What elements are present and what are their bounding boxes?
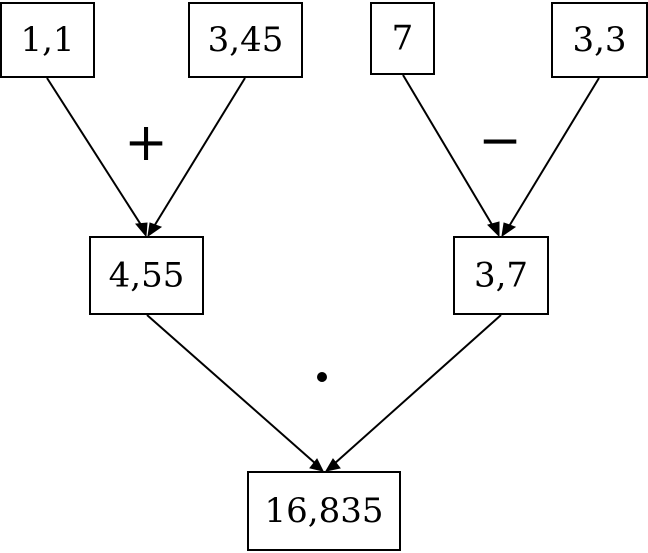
node-d: 3,3 xyxy=(551,2,648,78)
node-diff-label: 3,7 xyxy=(474,256,528,296)
arrowhead-b-to-sum xyxy=(147,222,163,238)
node-b: 3,45 xyxy=(188,2,303,78)
operator-subtract: − xyxy=(478,111,522,171)
arrowhead-sum-to-result xyxy=(309,458,324,472)
node-c-label: 7 xyxy=(392,19,414,59)
node-c-box xyxy=(370,2,435,75)
node-a-box xyxy=(0,2,95,78)
node-b-label: 3,45 xyxy=(208,20,284,60)
node-d-box xyxy=(551,2,648,78)
node-b-box xyxy=(188,2,303,78)
node-a: 1,1 xyxy=(0,2,95,78)
node-a-label: 1,1 xyxy=(20,20,74,60)
edge-b-to-sum xyxy=(152,77,246,229)
arrowhead-d-to-diff xyxy=(501,222,517,238)
operator-add: + xyxy=(124,113,168,173)
node-result-label: 16,835 xyxy=(265,491,384,531)
edge-a-to-sum xyxy=(46,77,144,229)
node-sum-box xyxy=(89,236,204,315)
node-sum: 4,55 xyxy=(89,236,204,315)
edge-sum-to-result xyxy=(146,314,317,465)
operator-multiply-dot xyxy=(317,372,327,382)
node-sum-label: 4,55 xyxy=(109,256,185,296)
node-diff-box xyxy=(453,236,549,315)
edge-diff-to-result xyxy=(333,314,502,465)
node-diff: 3,7 xyxy=(453,236,549,315)
node-result-box xyxy=(247,471,401,551)
edge-d-to-diff xyxy=(507,77,600,229)
arrowhead-diff-to-result xyxy=(324,458,341,472)
node-c: 7 xyxy=(370,2,435,75)
arrowhead-a-to-sum xyxy=(135,222,148,238)
node-result: 16,835 xyxy=(247,471,401,551)
arrowhead-c-to-diff xyxy=(487,221,500,238)
edge-c-to-diff xyxy=(402,74,495,229)
node-d-label: 3,3 xyxy=(572,20,626,60)
